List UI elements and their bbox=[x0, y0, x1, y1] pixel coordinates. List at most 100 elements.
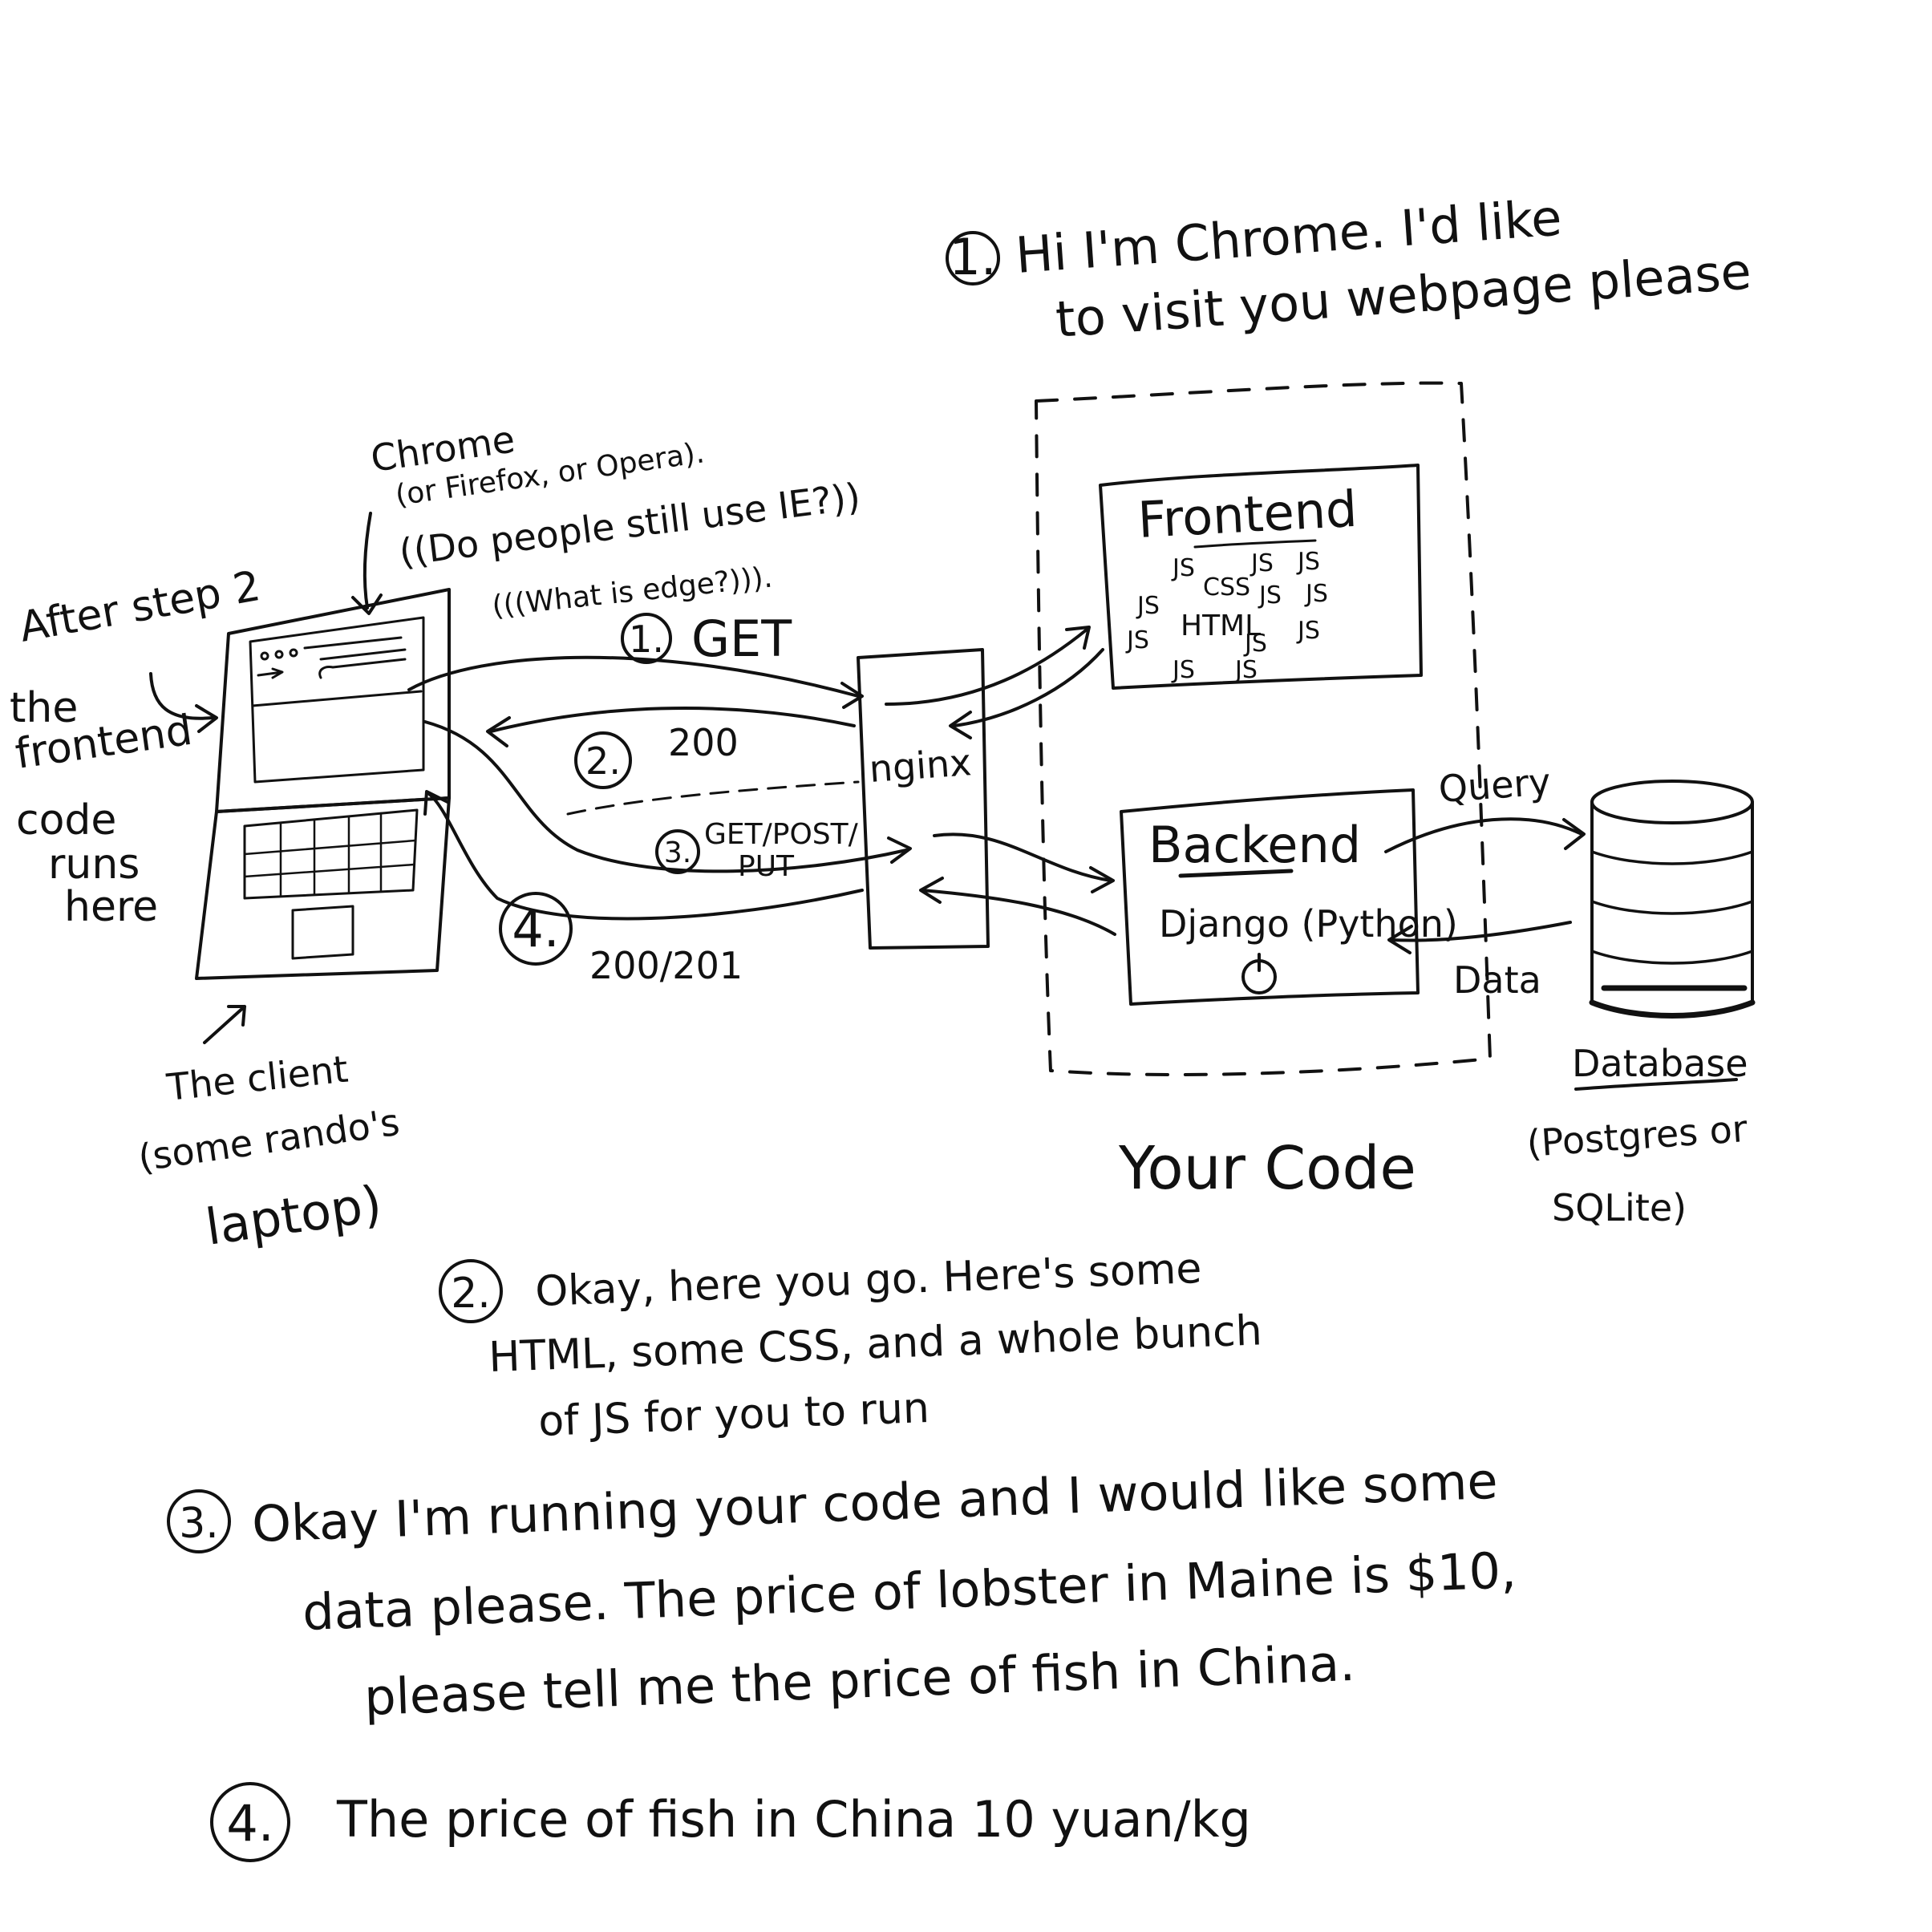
getpost-label: GET/POST/ bbox=[704, 818, 859, 851]
step2-note: 2. Okay, here you go. Here's some HTML, … bbox=[439, 1245, 1263, 1446]
frontend-token: JS bbox=[1171, 656, 1195, 684]
backend-to-nginx-arrow-head bbox=[919, 877, 944, 904]
backend-underline bbox=[1178, 869, 1294, 878]
your-code-label: Your Code bbox=[1118, 1134, 1416, 1203]
client-pointer bbox=[203, 1005, 246, 1044]
step2-line2: HTML, some CSS, and a whole bunch bbox=[488, 1306, 1262, 1382]
step1-number: 1. bbox=[949, 228, 996, 286]
ok201-number: 4. bbox=[512, 900, 559, 958]
frontend-border bbox=[1099, 464, 1423, 690]
window-dot bbox=[289, 648, 298, 658]
frontend-underline bbox=[1193, 539, 1317, 549]
getpost-arrow-head bbox=[887, 836, 912, 864]
data-label: Data bbox=[1453, 958, 1541, 1002]
browser-pointer-head bbox=[351, 593, 383, 615]
step4-number: 4. bbox=[226, 1794, 273, 1853]
getpost-number-circle bbox=[655, 829, 700, 874]
after-note-arrow bbox=[149, 672, 214, 720]
data-arrow-head bbox=[1387, 925, 1413, 954]
nginx-backend-arrows bbox=[919, 832, 1116, 936]
nginx-label: nginx bbox=[868, 740, 973, 791]
backend-title: Backend bbox=[1148, 816, 1361, 874]
data-arrow bbox=[1390, 921, 1572, 942]
step2-number: 2. bbox=[451, 1270, 491, 1318]
frontend-token: JS bbox=[1136, 592, 1160, 620]
laptop-keyboard bbox=[243, 808, 419, 900]
nginx-to-backend-arrow bbox=[933, 832, 1112, 882]
step3-line1: Okay I'm running your code and I would l… bbox=[251, 1452, 1499, 1553]
frontend-to-nginx-arrow bbox=[953, 648, 1104, 727]
nginx-frontend-arrows bbox=[885, 626, 1104, 739]
browser-window bbox=[249, 616, 425, 784]
step3-note: 3. Okay I'm running your code and I woul… bbox=[167, 1452, 1517, 1727]
window-dot bbox=[274, 650, 284, 659]
client-note: The client (some rando's laptop) bbox=[136, 1005, 402, 1257]
window-dot bbox=[260, 651, 269, 661]
nginx-box bbox=[857, 648, 990, 950]
your-code-dashed-border bbox=[1035, 381, 1492, 1076]
frontend-token: JS bbox=[1125, 626, 1149, 654]
nginx-to-frontend-arrow bbox=[885, 628, 1088, 706]
database-line2: SQLite) bbox=[1552, 1186, 1687, 1229]
getpost-label2: PUT bbox=[738, 850, 795, 883]
database-line1: (Postgres or bbox=[1525, 1107, 1748, 1165]
nginx-server: nginx bbox=[857, 648, 990, 950]
client-note-line2: (some rando's bbox=[136, 1100, 402, 1180]
frontend-token: CSS bbox=[1203, 573, 1250, 601]
database-layers bbox=[1590, 850, 1754, 965]
client-laptop bbox=[195, 588, 451, 980]
backend-border bbox=[1120, 788, 1420, 1006]
keyboard-keys bbox=[243, 812, 417, 897]
backend-to-nginx-arrow bbox=[921, 889, 1116, 936]
database-sides bbox=[1590, 800, 1754, 1004]
client-note-line3: laptop) bbox=[202, 1174, 385, 1257]
step1-note: 1. Hi I'm Chrome. I'd like to visit you … bbox=[946, 188, 1753, 349]
step2-line1: Okay, here you go. Here's some bbox=[534, 1245, 1202, 1316]
getpost-arrow bbox=[423, 720, 908, 873]
step3-line2: data please. The price of lobster in Mai… bbox=[302, 1541, 1517, 1642]
database-top bbox=[1590, 780, 1754, 824]
address-bar bbox=[318, 658, 407, 679]
query-arrow bbox=[1384, 817, 1583, 853]
ok201-label: 200/201 bbox=[589, 944, 743, 987]
exchange-divider bbox=[566, 780, 860, 816]
step4-line1: The price of fish in China 10 yuan/kg bbox=[336, 1790, 1251, 1849]
browser-toolbar-divider bbox=[251, 690, 423, 707]
get-label: GET bbox=[691, 610, 792, 668]
step4-note: 4. The price of fish in China 10 yuan/kg bbox=[210, 1782, 1251, 1862]
frontend-token: JS bbox=[1243, 630, 1267, 658]
step3-number: 3. bbox=[179, 1500, 219, 1548]
ok201-arrow-head bbox=[423, 790, 449, 816]
nginx-to-frontend-arrow-head bbox=[1065, 626, 1091, 650]
ok200-arrow-head bbox=[486, 716, 511, 747]
after-note-line5: runs bbox=[48, 840, 140, 889]
after-note-arrow-head bbox=[195, 704, 218, 733]
backend-box: Backend Django (Python) bbox=[1120, 788, 1458, 1006]
frontend-token: HTML bbox=[1181, 610, 1261, 642]
ok200-number-circle bbox=[574, 731, 632, 789]
ok200-label: 200 bbox=[668, 721, 739, 764]
browser-pointer-line bbox=[363, 512, 372, 610]
frontend-token: JS bbox=[1233, 656, 1258, 684]
query-arrow-head bbox=[1562, 818, 1586, 850]
frontend-token: JS bbox=[1258, 581, 1282, 610]
frontend-to-nginx-arrow-head bbox=[949, 711, 972, 739]
nginx-to-backend-arrow-head bbox=[1089, 866, 1115, 893]
ok201-arrow bbox=[427, 792, 864, 921]
after-step-note: After step 2 the frontend code runs here bbox=[10, 562, 264, 931]
get-number: 1. bbox=[629, 618, 664, 661]
backend-subtitle: Django (Python) bbox=[1159, 902, 1458, 946]
database-underline bbox=[1574, 1078, 1738, 1091]
laptop-trackpad bbox=[291, 905, 354, 960]
client-note-line1: The client bbox=[164, 1047, 350, 1109]
after-note-line2: the bbox=[10, 684, 78, 732]
step4-number-circle bbox=[210, 1782, 290, 1862]
frontend-box: Frontend JS CSS JS JS JS JS JS JS HTML J… bbox=[1099, 464, 1423, 690]
request-arrows: 1. GET 2. 200 3. GET/POST/ PUT 4. 200/20… bbox=[407, 610, 912, 987]
query-label: Query bbox=[1437, 759, 1552, 811]
ok200-number: 2. bbox=[585, 739, 621, 783]
frontend-token: JS bbox=[1250, 549, 1274, 577]
your-code-container: Your Code bbox=[1035, 381, 1492, 1203]
step3-line3: please tell me the price of fish in Chin… bbox=[363, 1634, 1356, 1727]
